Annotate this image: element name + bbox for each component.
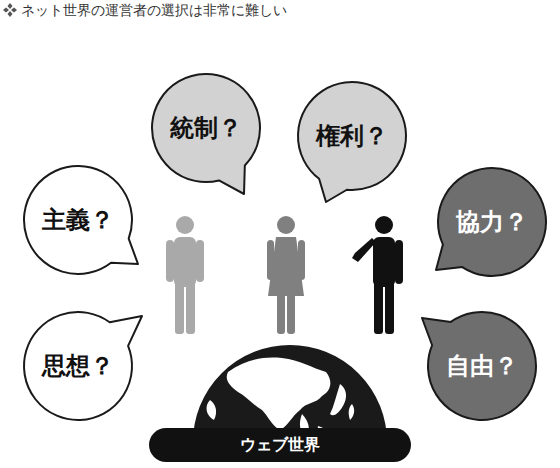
bubble-shape (152, 74, 260, 194)
bubble-shape (24, 166, 138, 274)
bubble-text: 統制？ (170, 112, 242, 144)
speech-bubble: 自由？ (428, 312, 536, 420)
speech-bubble: 権利？ (298, 82, 406, 190)
bubble-text: 協力？ (456, 206, 528, 238)
figure-title: ネット世界の運営者の選択は非常に難しい (21, 1, 287, 19)
label-band: ウェブ世界 (149, 428, 411, 462)
bubble-shape (298, 82, 406, 202)
speech-bubble: 思想？ (24, 312, 132, 420)
title-icon (3, 3, 17, 17)
band-label: ウェブ世界 (240, 435, 320, 456)
speech-bubble: 統制？ (152, 74, 260, 182)
speech-bubble: 主義？ (24, 166, 132, 274)
person-figure (352, 216, 403, 334)
speech-bubble: 協力？ (438, 168, 546, 276)
bubble-shape (24, 312, 142, 420)
person-figure (267, 216, 305, 334)
bubble-text: 主義？ (42, 204, 114, 236)
bubble-text: 権利？ (316, 120, 388, 152)
band-shape (149, 428, 411, 462)
bubble-shape (436, 168, 546, 276)
bubble-shape (422, 312, 536, 420)
person-figure (166, 216, 204, 334)
bubble-text: 自由？ (446, 350, 518, 382)
bubble-text: 思想？ (42, 350, 114, 382)
